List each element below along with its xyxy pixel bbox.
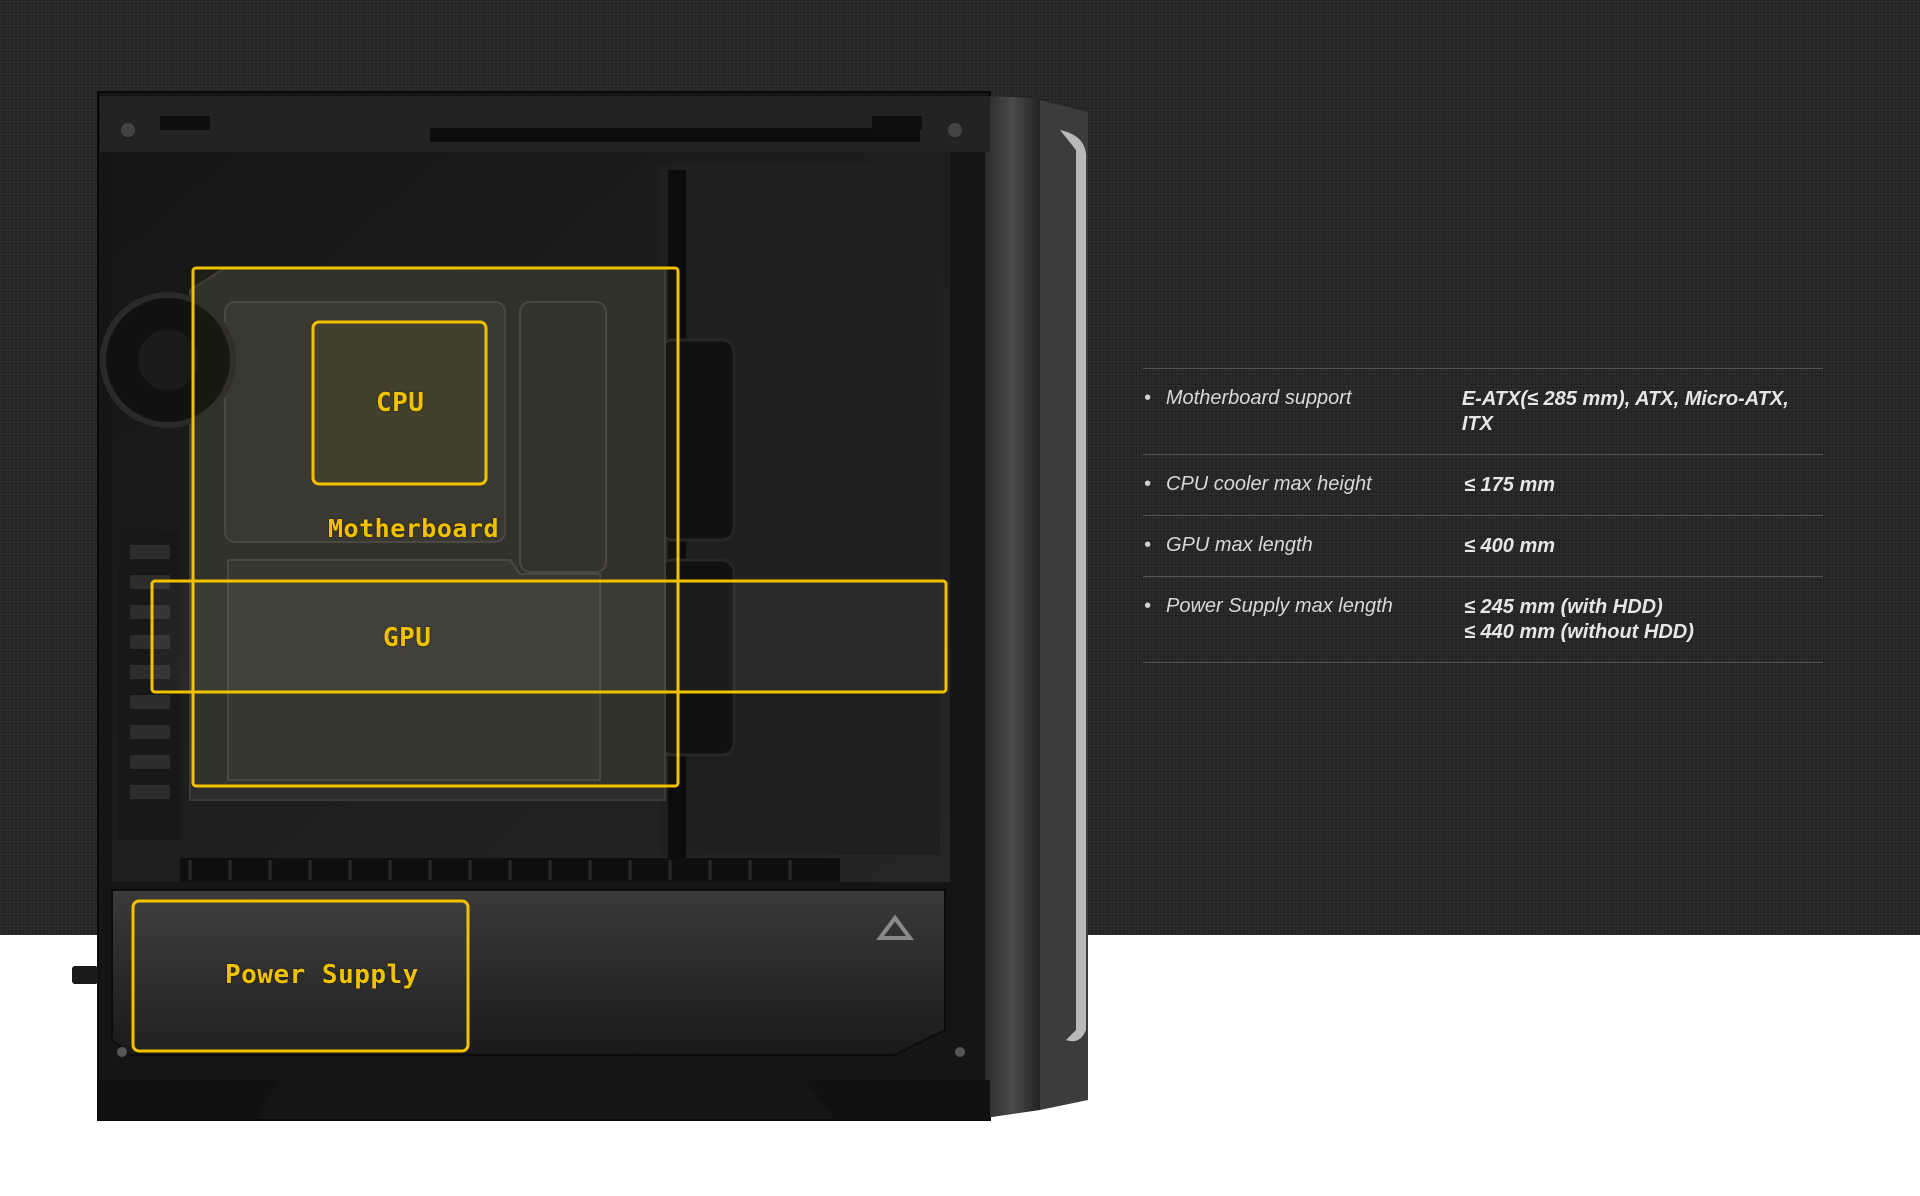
- spec-row-power-supply: • Power Supply max length ≤ 245 mm (with…: [1143, 577, 1823, 663]
- power-supply-label: Power Supply: [225, 960, 419, 990]
- spec-name: GPU max length: [1166, 534, 1313, 556]
- spec-value: ≤ 175 mm: [1464, 473, 1555, 498]
- spec-value: E-ATX(≤ 285 mm), ATX, Micro-ATX, ITX: [1462, 387, 1823, 437]
- spec-value-line: ≤ 245 mm (with HDD): [1464, 596, 1663, 618]
- specifications-table: • Motherboard support E-ATX(≤ 285 mm), A…: [1143, 368, 1823, 663]
- bullet-icon: •: [1144, 534, 1152, 556]
- spec-value: ≤ 400 mm: [1464, 534, 1555, 559]
- spec-name: CPU cooler max height: [1166, 473, 1372, 495]
- power-supply-highlight-box: [131, 899, 470, 1053]
- bullet-icon: •: [1144, 387, 1152, 409]
- pc-case-illustration: CPU Motherboard GPU Power Supply: [72, 91, 1088, 1121]
- spec-value-line: ≤ 400 mm: [1464, 535, 1556, 557]
- gpu-highlight-box: [150, 579, 948, 694]
- spec-value: ≤ 245 mm (with HDD) ≤ 440 mm (without HD…: [1464, 595, 1694, 645]
- spec-name: Power Supply max length: [1166, 595, 1393, 617]
- cpu-label: CPU: [376, 388, 425, 418]
- bullet-icon: •: [1144, 595, 1152, 617]
- gpu-label: GPU: [383, 623, 432, 653]
- cpu-highlight-box: [311, 320, 488, 486]
- spec-name: Motherboard support: [1165, 387, 1352, 409]
- brand-triangle-logo: [876, 914, 914, 940]
- spec-value-line: ≤ 175 mm: [1464, 474, 1556, 496]
- spec-value-line: ≤ 440 mm (without HDD): [1464, 621, 1694, 643]
- pc-case-drawing: [72, 91, 1088, 1121]
- spec-row-cpu-cooler: • CPU cooler max height ≤ 175 mm: [1143, 455, 1823, 516]
- bullet-icon: •: [1144, 473, 1152, 495]
- spec-row-motherboard: • Motherboard support E-ATX(≤ 285 mm), A…: [1143, 369, 1823, 455]
- motherboard-label: Motherboard: [328, 514, 500, 543]
- spec-row-gpu: • GPU max length ≤ 400 mm: [1143, 516, 1823, 577]
- spec-value-line: E-ATX(≤ 285 mm), ATX, Micro-ATX, ITX: [1461, 388, 1789, 435]
